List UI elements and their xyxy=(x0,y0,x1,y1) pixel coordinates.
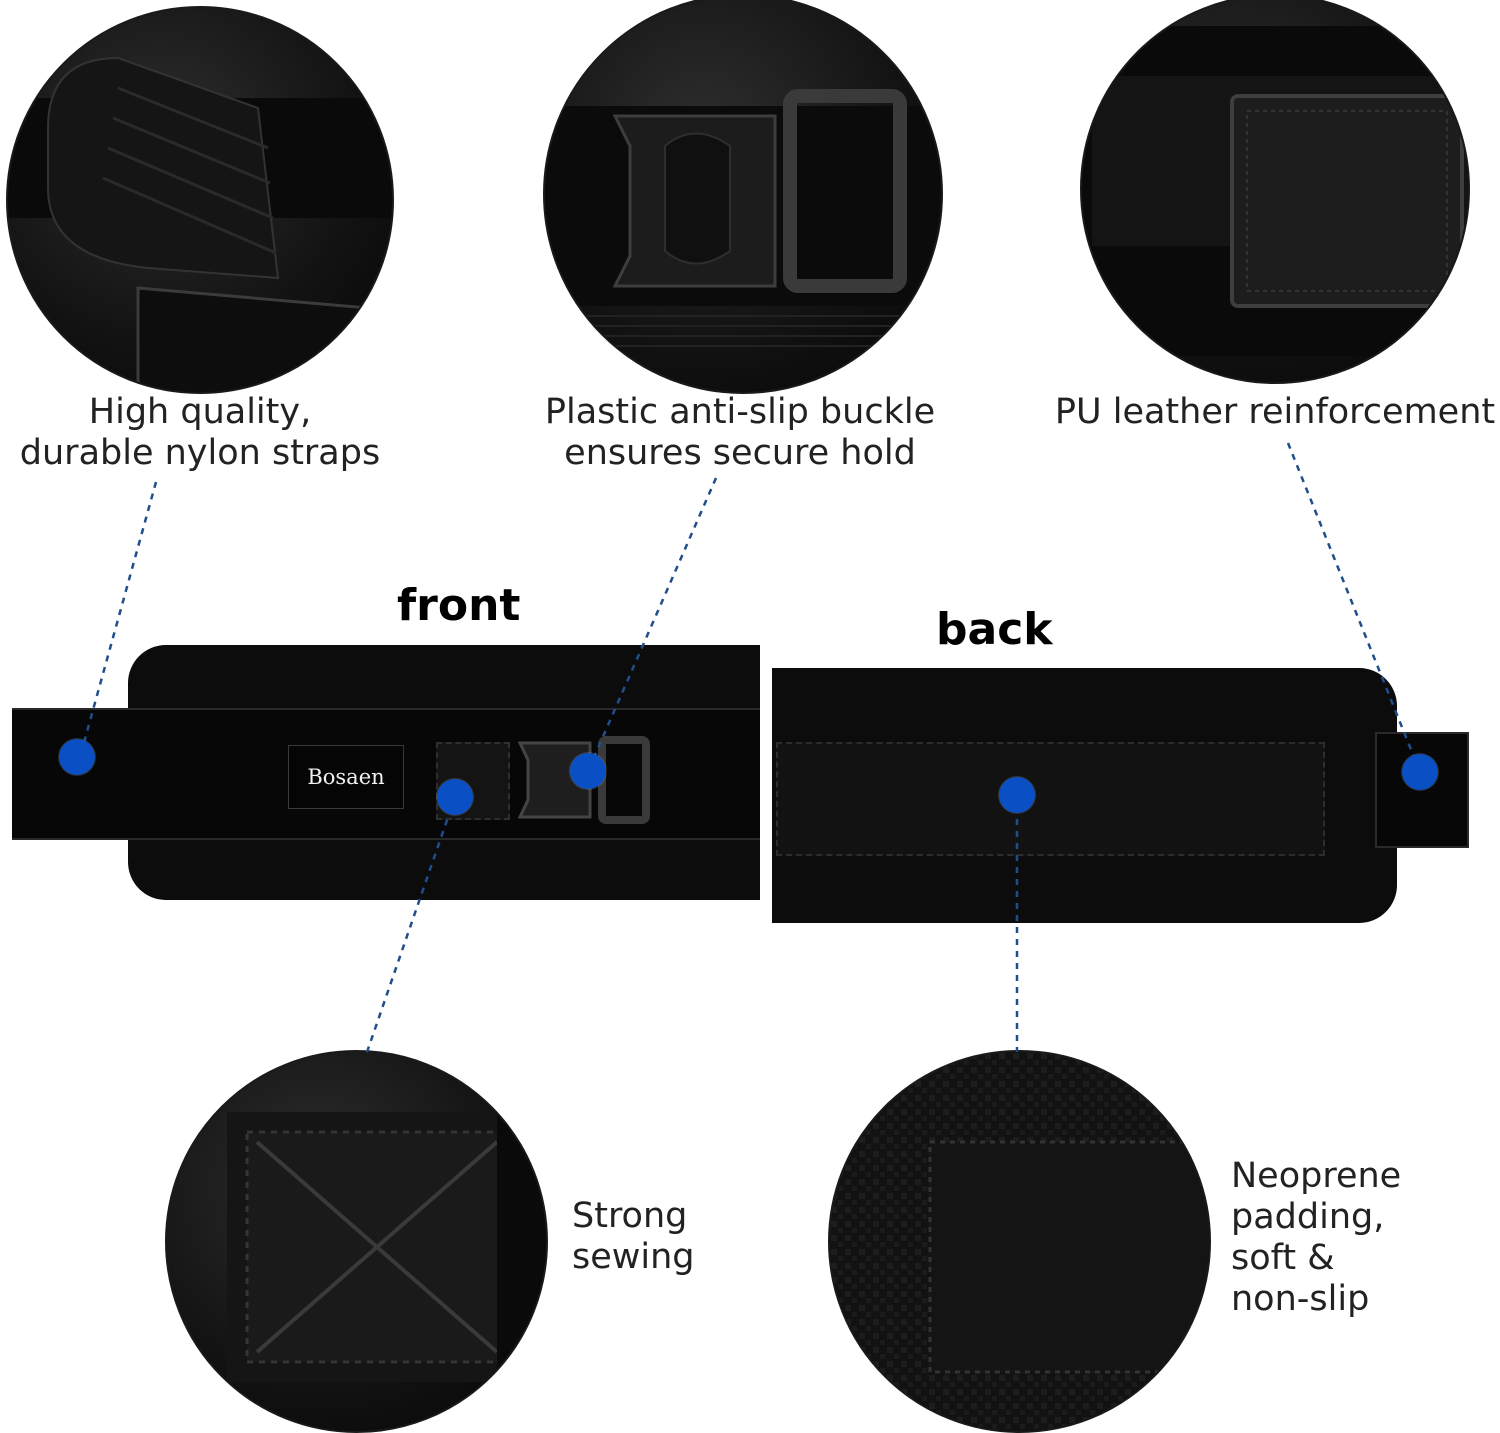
buckle-caption-line1: Plastic anti-slip buckle xyxy=(544,392,936,432)
leather-patch-detail-photo xyxy=(1080,0,1470,384)
padding-caption-line4: non-slip xyxy=(1231,1279,1370,1319)
front-view-label: front xyxy=(397,580,521,631)
sewing-caption-line2: sewing xyxy=(572,1237,695,1277)
leather-caption-line1: PU leather reinforcement xyxy=(1054,392,1496,432)
buckle-detail-photo xyxy=(543,0,943,394)
back-view-label: back xyxy=(936,604,1053,655)
brand-logo-tag: Bosaen xyxy=(288,745,404,809)
padding-caption: Neoprene padding, soft & non-slip xyxy=(1231,1156,1491,1320)
buckle-caption-line2: ensures secure hold xyxy=(564,433,916,473)
sewing-caption: Strong sewing xyxy=(572,1196,772,1278)
sewing-detail-photo xyxy=(165,1050,548,1433)
padding-caption-line3: soft & xyxy=(1231,1238,1335,1278)
back-belt-strap-end xyxy=(1375,732,1469,848)
box-x-stitch-icon xyxy=(227,1112,546,1382)
nylon-caption-line2: durable nylon straps xyxy=(19,433,381,473)
sewing-marker-dot xyxy=(437,779,473,815)
nylon-caption: High quality, durable nylon straps xyxy=(0,392,400,474)
buckle-icon xyxy=(545,89,941,347)
padding-caption-line1: Neoprene xyxy=(1231,1156,1402,1196)
leather-patch-icon xyxy=(1082,0,1468,356)
nylon-marker-dot xyxy=(59,739,95,775)
back-belt-inner-panel xyxy=(776,742,1325,856)
buckle-marker-dot xyxy=(570,753,606,789)
nylon-caption-line1: High quality, xyxy=(88,392,312,432)
neoprene-texture-icon xyxy=(830,1052,1209,1431)
padding-caption-line2: padding, xyxy=(1231,1197,1385,1237)
padding-marker-dot xyxy=(999,777,1035,813)
buckle-caption: Plastic anti-slip buckle ensures secure … xyxy=(520,392,960,474)
nylon-strap-detail-photo xyxy=(6,6,394,394)
sewing-caption-line1: Strong xyxy=(572,1196,688,1236)
leather-caption: PU leather reinforcement xyxy=(1050,392,1500,433)
nylon-strap-icon xyxy=(8,56,392,392)
leather-marker-dot xyxy=(1402,754,1438,790)
padding-detail-photo xyxy=(828,1050,1211,1433)
